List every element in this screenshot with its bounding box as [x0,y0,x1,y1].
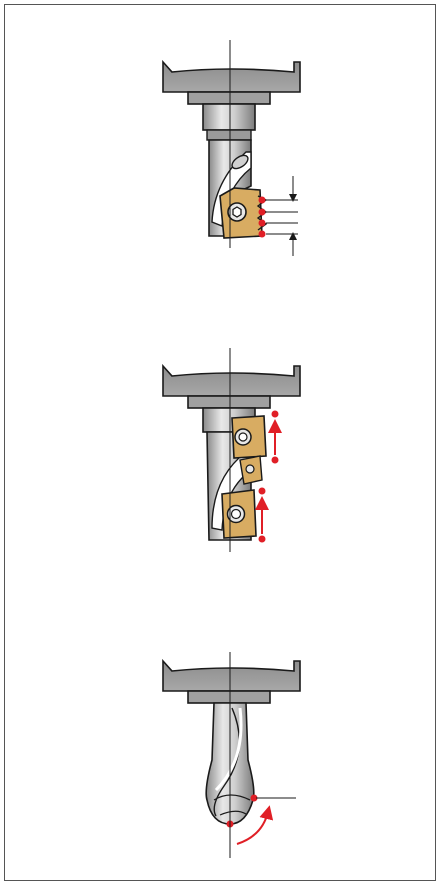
screw-icon [227,202,247,222]
insert-icon [231,415,267,459]
spindle-icon [162,658,301,704]
arrow-icon [255,419,282,534]
screw-icon [226,504,246,524]
cutting-edge-markers [258,196,266,238]
pitch-dimension [266,176,298,256]
spindle-icon [162,59,301,105]
insert-icon [221,489,257,539]
arrow-icon [236,805,274,845]
panel-bottom [162,652,301,858]
panel-middle [162,348,301,552]
screw-icon [234,428,252,446]
insert-icon [239,455,263,485]
panel-top [162,40,301,256]
spindle-icon [162,363,301,409]
cutting-edge-markers [258,410,279,543]
